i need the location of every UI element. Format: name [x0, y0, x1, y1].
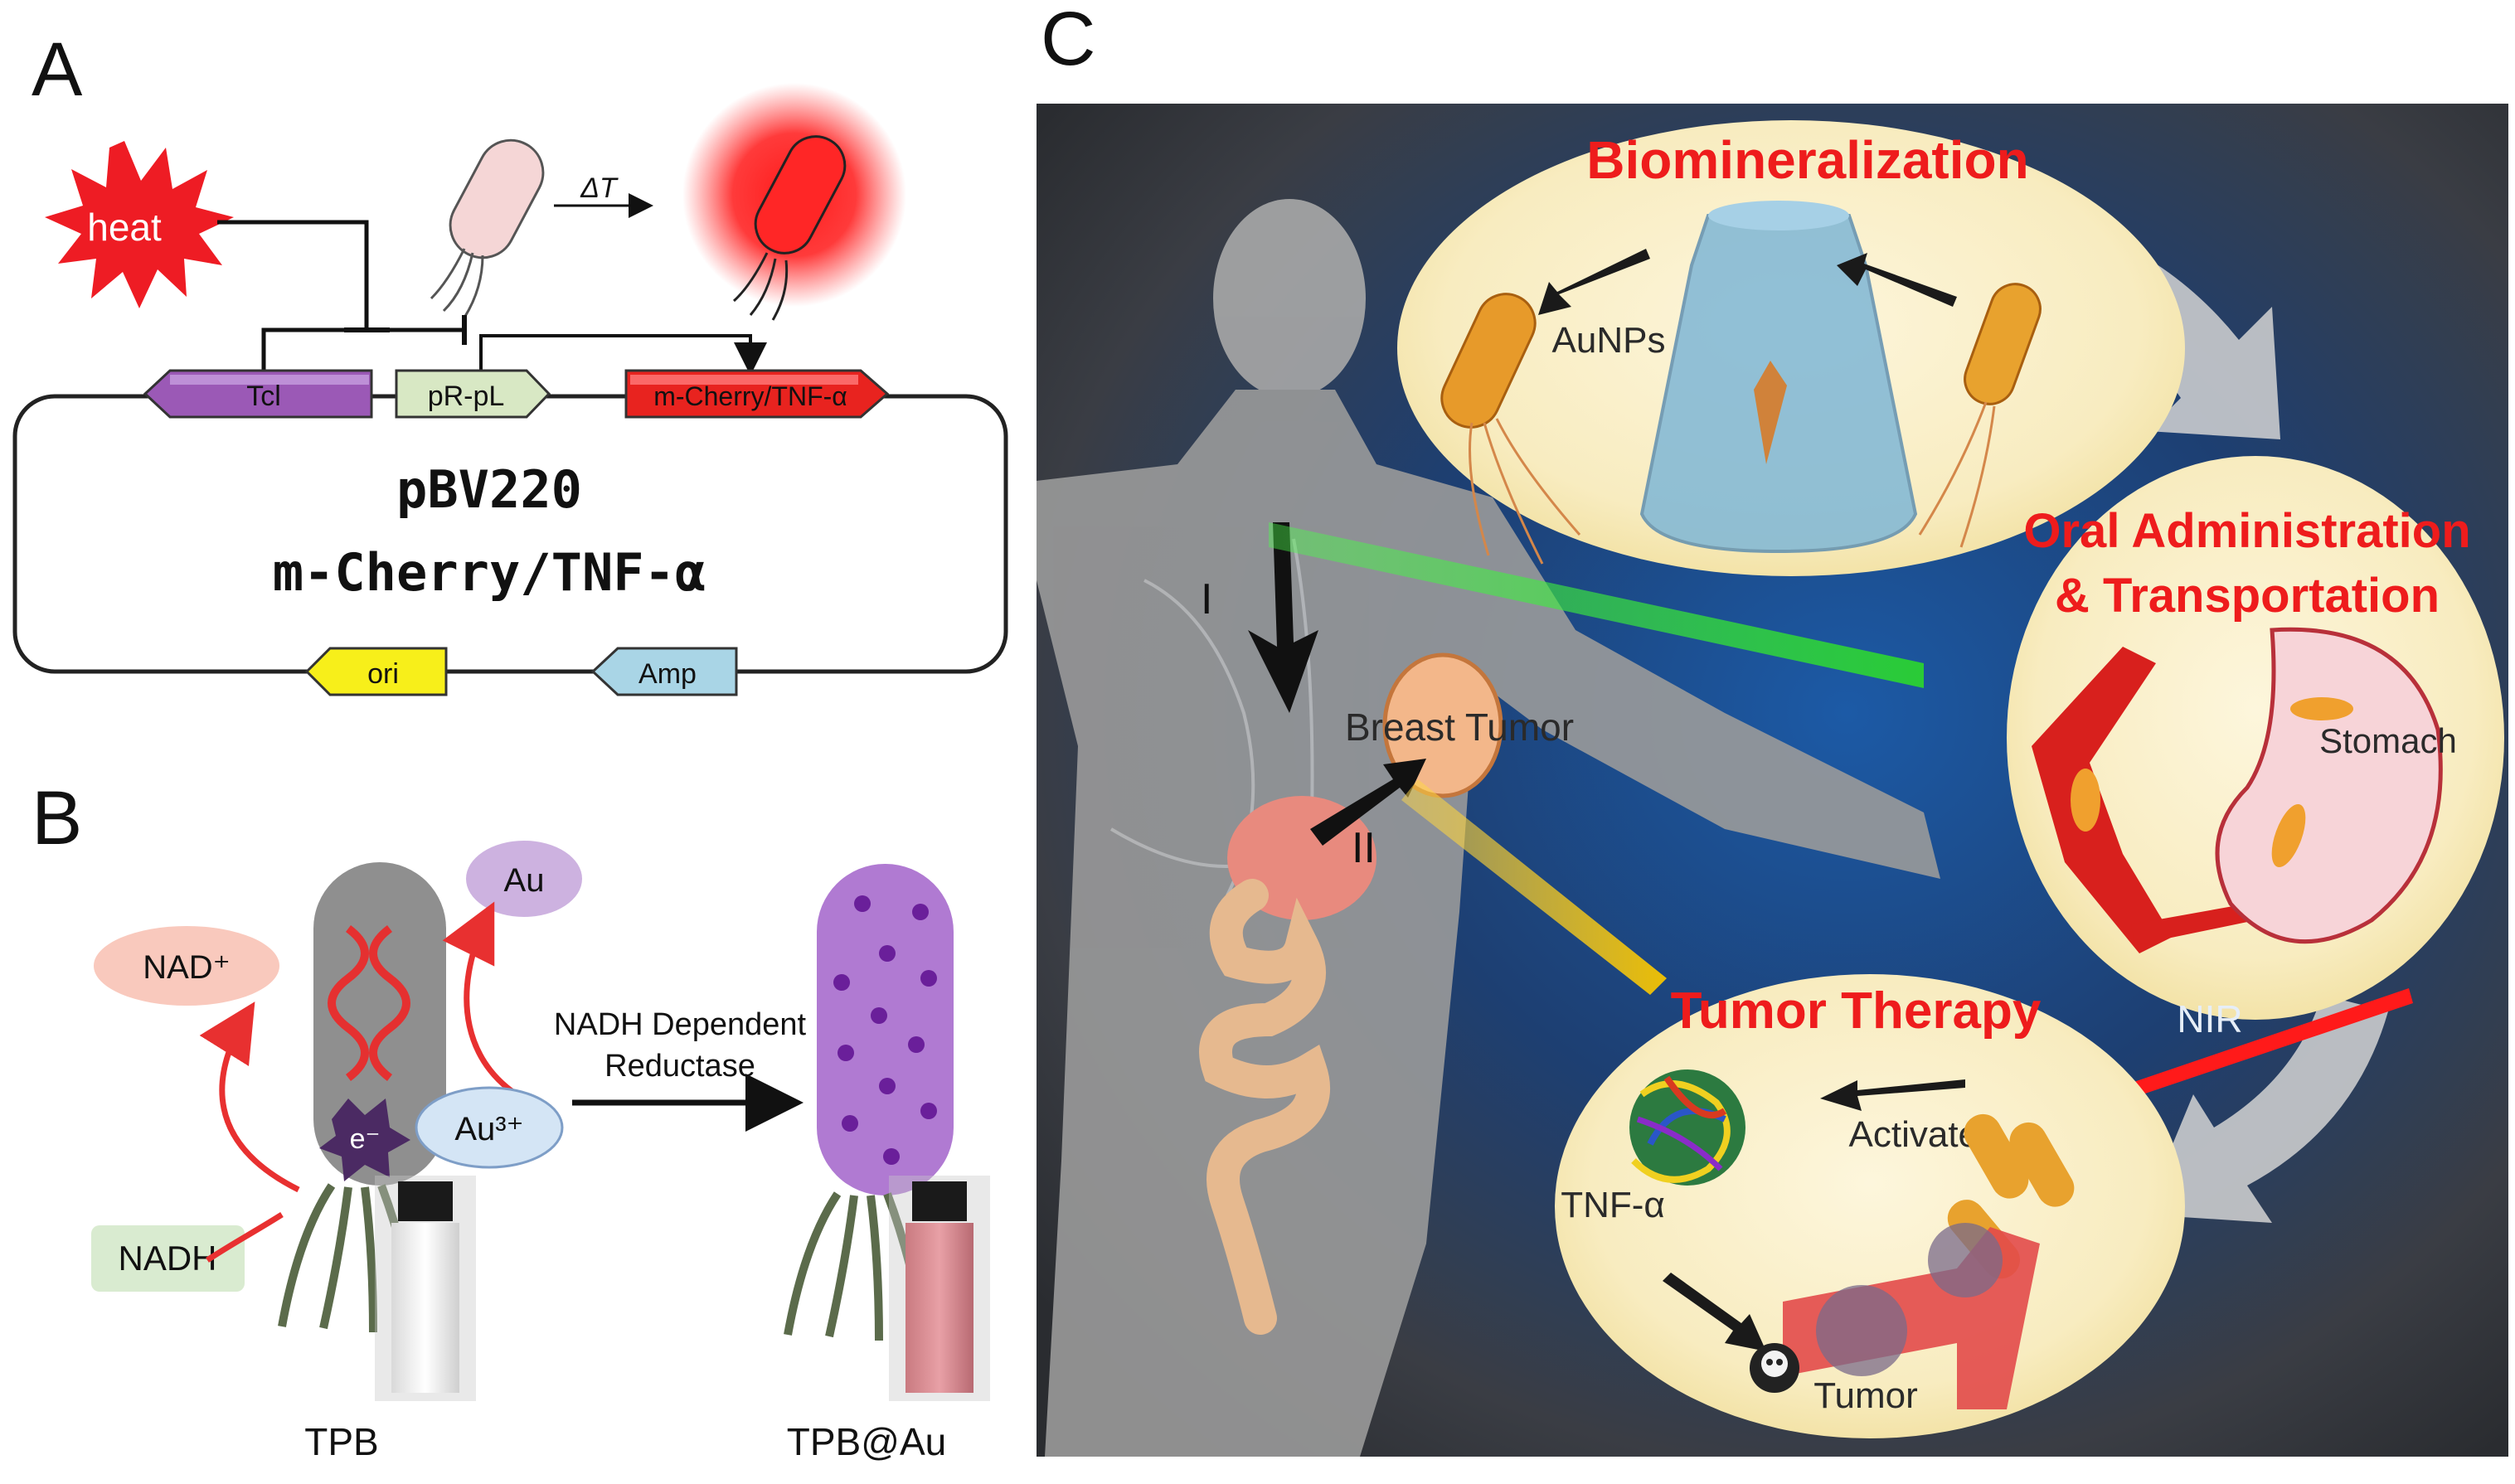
promoter-activation-arrow	[479, 334, 767, 377]
activation-arrow	[1820, 1079, 1965, 1111]
heat-inhibition-line	[217, 220, 369, 327]
au3-bubble	[415, 1086, 564, 1169]
ori-gene	[304, 647, 448, 696]
gold-bacterium-right-icon	[1918, 283, 2042, 548]
panel-b-letter: B	[32, 776, 82, 861]
promoter	[395, 369, 551, 419]
heat-label: heat	[87, 206, 162, 249]
electron-label: e⁻	[350, 1123, 381, 1155]
oral-title-line2: & Transportation	[2055, 569, 2440, 623]
panel-c-letter: C	[1041, 0, 1095, 81]
nad-plus-bubble	[94, 926, 279, 1006]
intestine-organ	[1199, 879, 1330, 1335]
au3-label: Au³⁺	[454, 1111, 523, 1147]
panel-a: A heat ΔT Tc	[12, 27, 1008, 696]
plasmid-name: pBV220	[396, 459, 582, 520]
tumor-vessel-icon	[1783, 1223, 2040, 1409]
reporter-gene	[624, 369, 890, 419]
tcl-gene	[143, 369, 373, 419]
nadh-box	[91, 1225, 245, 1292]
aunps-arrow	[1538, 249, 1650, 315]
tnf-protein-icon	[1629, 1069, 1745, 1186]
tcl-repression-line	[261, 327, 464, 377]
tcl-label: Tcl	[246, 381, 281, 412]
aunps-label: AuNPs	[1552, 320, 1666, 361]
au-label: Au	[504, 862, 545, 899]
blood-vessel-icon	[2032, 647, 2255, 953]
reaction-line2: Reductase	[604, 1049, 755, 1084]
nir-laser-beam	[2069, 988, 2413, 1119]
tpb-au-label: TPB@Au	[787, 1420, 946, 1463]
flask-input-arrow	[1837, 253, 1957, 307]
tpb-label: TPB	[304, 1420, 378, 1463]
tumor-therapy-title: Tumor Therapy	[1671, 982, 2042, 1040]
flask-icon	[1639, 201, 1918, 554]
panel-c: C Breast Tumor I II Biomineralization	[1037, 0, 2508, 1457]
tnf-label: TNF-α	[1561, 1185, 1665, 1225]
breast-tumor-label: Breast Tumor	[1345, 706, 1574, 749]
amp-label: Amp	[638, 658, 697, 690]
red-bacterium-icon	[732, 135, 847, 321]
stomach-label: Stomach	[2319, 721, 2457, 760]
nir-label: NIR	[2177, 997, 2242, 1040]
reporter-label: m-Cherry/TNF-α	[653, 381, 847, 411]
step-one-label: I	[1201, 575, 1212, 623]
arrow-step-one	[1248, 522, 1318, 713]
white-vial-icon	[375, 1176, 476, 1401]
nadh-label: NADH	[118, 1239, 216, 1278]
stomach-detail-icon	[2215, 627, 2443, 944]
reaction-line1: NADH Dependent	[554, 1007, 807, 1042]
step-two-label: II	[1352, 824, 1376, 872]
electron-burst-icon	[319, 1098, 410, 1181]
delta-t-label: ΔT	[580, 172, 619, 204]
yellow-beam	[1401, 779, 1667, 995]
nadh-to-nad-arrow	[199, 1001, 300, 1193]
plasmid-outline	[12, 394, 1008, 674]
tumor-kill-arrow	[1663, 1273, 1766, 1351]
gold-bacterium-left-icon	[1440, 293, 1581, 565]
biomineralization-title: Biomineralization	[1586, 130, 2028, 190]
green-beam	[1269, 522, 1924, 688]
nadh-feed-arrow	[206, 1212, 284, 1263]
pale-bacterium-icon	[430, 138, 545, 318]
cycle-arrow-bottom	[2144, 995, 2388, 1223]
nad-plus-label: NAD⁺	[143, 949, 231, 986]
au-bubble	[466, 841, 582, 917]
plasmid-insert: m-Cherry/TNF-α	[273, 542, 706, 603]
amp-gene	[590, 647, 738, 696]
heat-burst-icon	[45, 141, 234, 308]
tumor-label: Tumor	[1813, 1375, 1918, 1416]
promoter-label: pR-pL	[428, 381, 505, 412]
au-reduction-arrow	[442, 901, 532, 1106]
skull-icon	[1750, 1343, 1799, 1393]
pink-vial-icon	[889, 1176, 990, 1401]
panel-b: B NAD⁺ NADH e⁻ Au Au³⁺ NADH Dependent Re…	[32, 776, 990, 1463]
panel-a-letter: A	[32, 27, 83, 112]
arrow-step-two	[1310, 759, 1426, 846]
purple-bacterium-icon	[784, 864, 954, 1341]
ori-label: ori	[367, 658, 399, 690]
oral-title-line1: Oral Administration	[2023, 504, 2470, 558]
